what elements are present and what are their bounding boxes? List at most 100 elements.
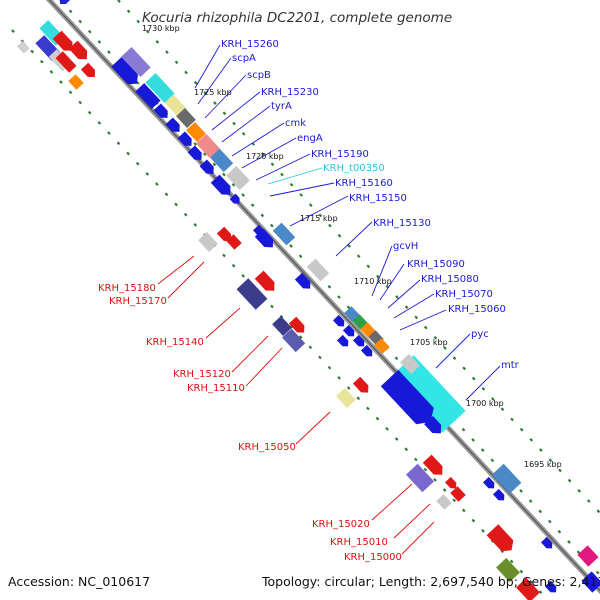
gene-feature xyxy=(496,557,520,583)
gene-label[interactable]: KRH_15120 xyxy=(173,369,231,380)
tick-label-1725: 1725 kbp xyxy=(194,88,232,97)
gene-label[interactable]: pyc xyxy=(471,329,489,340)
gene-feature xyxy=(60,0,70,4)
gene-feature xyxy=(282,328,306,353)
gene-label[interactable]: scpA xyxy=(232,53,256,64)
genome-summary: Topology: circular; Length: 2,697,540 bp… xyxy=(261,574,600,589)
gene-feature xyxy=(52,30,73,51)
gene-label[interactable]: mtr xyxy=(501,360,520,371)
leader-lines-forward xyxy=(194,44,501,401)
track-guide-outer-right xyxy=(117,0,600,514)
gene-feature xyxy=(226,234,242,250)
gene-feature xyxy=(424,416,442,434)
gene-label[interactable]: KRH_15190 xyxy=(311,149,369,160)
gene-feature xyxy=(68,74,84,90)
gene-feature xyxy=(252,224,263,235)
gene-feature xyxy=(80,62,96,78)
leader-lines-reverse xyxy=(157,255,435,555)
tick-label-1720: 1720 kbp xyxy=(246,152,284,161)
gene-feature xyxy=(210,174,231,195)
gene-feature xyxy=(177,131,192,146)
gene-label[interactable]: tyrA xyxy=(271,101,292,112)
gene-feature xyxy=(482,476,495,489)
gene-feature xyxy=(390,355,466,433)
tick-label-1715: 1715 kbp xyxy=(300,214,338,223)
gene-feature xyxy=(199,159,214,174)
gene-label[interactable]: KRH_15130 xyxy=(373,218,431,229)
gene-features xyxy=(16,0,600,600)
forward-gene-labels: KRH_15260 scpA scpB KRH_15230 tyrA cmk e… xyxy=(221,39,520,371)
gene-feature xyxy=(165,117,180,132)
gene-label[interactable]: KRH_15150 xyxy=(349,193,407,204)
gene-feature xyxy=(336,334,349,347)
tick-label-1730: 1730 kbp xyxy=(142,24,180,33)
gene-label[interactable]: KRH_15170 xyxy=(109,296,167,307)
gene-label[interactable]: KRH_15090 xyxy=(407,259,465,270)
gene-feature xyxy=(135,83,161,109)
reverse-gene-labels: KRH_15180 KRH_15170 KRH_15140 KRH_15120 … xyxy=(98,283,402,563)
gene-label[interactable]: KRH_15230 xyxy=(261,87,319,98)
gene-label[interactable]: cmk xyxy=(285,118,306,129)
gene-feature xyxy=(306,258,330,282)
gene-feature xyxy=(272,316,292,336)
gene-label[interactable]: KRH_15010 xyxy=(330,537,388,548)
gene-feature xyxy=(187,145,202,160)
gene-feature xyxy=(516,577,540,600)
gene-label[interactable]: KRH_15000 xyxy=(344,552,402,563)
gene-label[interactable]: KRH_15110 xyxy=(187,383,245,394)
gene-label[interactable]: KRH_15140 xyxy=(146,337,204,348)
gene-feature xyxy=(444,476,457,489)
tick-label-1695: 1695 kbp xyxy=(524,460,562,469)
gene-feature xyxy=(492,488,505,501)
gene-feature xyxy=(288,316,305,333)
gene-feature xyxy=(352,376,369,393)
gene-feature xyxy=(486,524,514,552)
map-title: Kocuria rhizophila DC2201, complete geno… xyxy=(142,10,452,26)
gene-feature xyxy=(352,334,365,347)
gene-label[interactable]: KRH_15260 xyxy=(221,39,279,50)
accession-label: Accession: NC_010617 xyxy=(8,574,150,589)
gene-label[interactable]: scpB xyxy=(247,70,271,81)
gene-feature xyxy=(577,545,599,567)
gene-feature xyxy=(229,193,240,204)
gene-label-rna[interactable]: KRH_t00350 xyxy=(323,163,385,174)
genome-backbone xyxy=(45,0,600,595)
gene-feature xyxy=(294,272,311,289)
gene-feature xyxy=(450,486,466,502)
gene-feature xyxy=(186,122,206,142)
gene-feature xyxy=(272,222,296,246)
gene-feature xyxy=(121,46,151,78)
gene-feature xyxy=(491,463,522,494)
gene-label[interactable]: KRH_15020 xyxy=(312,519,370,530)
gene-feature xyxy=(374,338,390,354)
gene-label[interactable]: KRH_15180 xyxy=(98,283,156,294)
gene-feature xyxy=(400,354,420,374)
gene-feature xyxy=(336,388,356,408)
gene-label[interactable]: engA xyxy=(297,133,323,144)
gene-feature xyxy=(198,232,218,252)
gene-feature xyxy=(581,571,600,593)
gene-label[interactable]: KRH_15060 xyxy=(448,304,506,315)
scale-ticks: 1730 kbp 1725 kbp 1720 kbp 1715 kbp 1710… xyxy=(142,24,562,469)
gene-label[interactable]: KRH_15070 xyxy=(435,289,493,300)
gene-label[interactable]: KRH_15080 xyxy=(421,274,479,285)
gene-feature xyxy=(380,369,434,425)
gene-feature xyxy=(55,51,77,73)
gene-feature xyxy=(422,454,443,475)
gene-feature xyxy=(540,536,553,549)
gene-feature xyxy=(254,270,275,291)
gene-feature xyxy=(145,72,175,104)
gene-label[interactable]: KRH_15160 xyxy=(335,178,393,189)
gene-label[interactable]: KRH_15050 xyxy=(238,442,296,453)
gene-feature xyxy=(332,314,345,327)
gene-feature xyxy=(436,494,452,510)
gene-feature xyxy=(16,40,30,54)
track-guide-outer-left xyxy=(11,29,549,600)
gene-feature xyxy=(68,40,88,60)
tick-label-1700: 1700 kbp xyxy=(466,399,504,408)
leader-line-rna xyxy=(267,167,323,185)
gene-feature xyxy=(544,580,557,593)
track-guides xyxy=(11,0,600,600)
gene-label[interactable]: gcvH xyxy=(393,241,418,252)
